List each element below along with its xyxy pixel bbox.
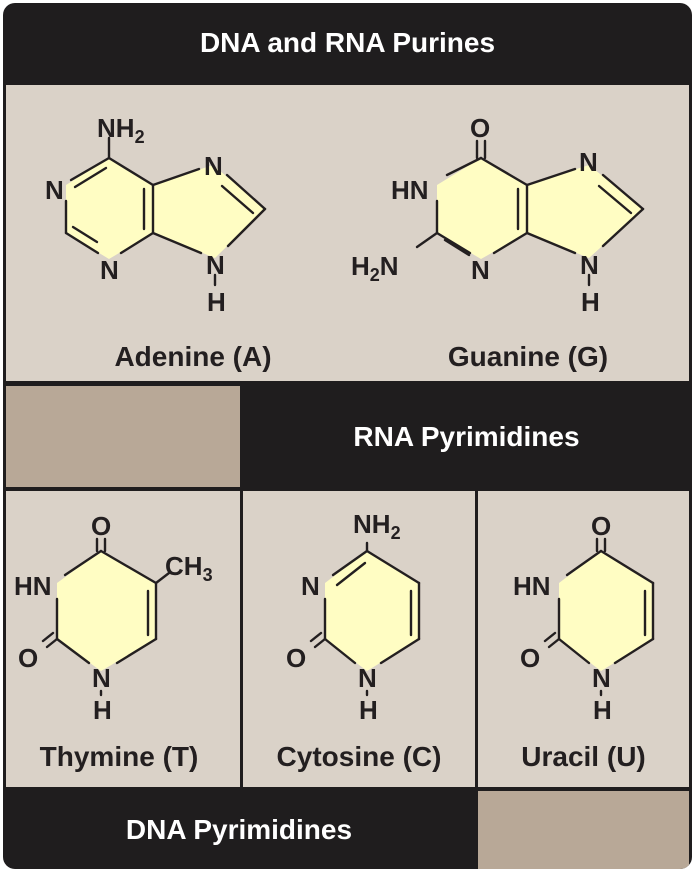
- uracil-structure: O HN O N H: [513, 511, 655, 725]
- uracil-name: Uracil (U): [521, 741, 646, 772]
- guanine-o-label: O: [470, 113, 490, 143]
- thymine-o2-label: O: [18, 643, 38, 673]
- uracil-o2-label: O: [520, 643, 540, 673]
- adenine-n7-label: N: [204, 151, 223, 181]
- uracil-n1-label: N: [592, 663, 611, 693]
- cytosine-name: Cytosine (C): [276, 741, 442, 772]
- cytosine-n3-label: N: [301, 571, 320, 601]
- thymine-ch3-label: CH3: [165, 551, 213, 585]
- adenine-n9-label: N: [206, 250, 225, 280]
- adenine-n1-label: N: [45, 175, 64, 205]
- thymine-hn-label: HN: [14, 571, 52, 601]
- guanine-structure: O HN H2N N N N H: [351, 113, 645, 317]
- guanine-n3-label: N: [471, 255, 490, 285]
- guanine-h2n-label: H2N: [351, 251, 399, 285]
- nucleobase-figure: DNA and RNA Purines NH2 N N N N H Adenin…: [3, 3, 692, 869]
- cytosine-o2-label: O: [286, 643, 306, 673]
- uracil-hn-label: HN: [513, 571, 551, 601]
- thymine-name: Thymine (T): [39, 741, 199, 772]
- adenine-structure: NH2 N N N N H: [45, 113, 267, 317]
- thymine-h1-label: H: [93, 695, 112, 725]
- cytosine-n1-label: N: [358, 663, 377, 693]
- adenine-nh2-label: NH2: [97, 113, 145, 147]
- uracil-h1-label: H: [593, 695, 612, 725]
- guanine-name: Guanine (G): [447, 341, 609, 372]
- filler-block-left: [6, 386, 240, 487]
- guanine-n9-label: N: [580, 250, 599, 280]
- thymine-n1-label: N: [92, 663, 111, 693]
- rna-pyrimidines-header: RNA Pyrimidines: [353, 420, 580, 452]
- thymine-structure: O HN CH3 O N H: [14, 511, 213, 725]
- dna-pyrimidines-header: DNA Pyrimidines: [125, 814, 353, 845]
- guanine-n7-label: N: [579, 147, 598, 177]
- cytosine-h1-label: H: [359, 695, 378, 725]
- cytosine-structure: NH2 N O N H: [286, 509, 421, 725]
- cytosine-nh2-label: NH2: [353, 509, 401, 543]
- guanine-h9-label: H: [581, 287, 600, 317]
- uracil-o4-label: O: [591, 511, 611, 541]
- purines-header: DNA and RNA Purines: [199, 27, 496, 58]
- guanine-hn-label: HN: [391, 175, 429, 205]
- adenine-name: Adenine (A): [114, 341, 272, 372]
- filler-block-right: [478, 791, 689, 869]
- adenine-n3-label: N: [100, 255, 119, 285]
- thymine-o4-label: O: [91, 511, 111, 541]
- adenine-h9-label: H: [207, 287, 226, 317]
